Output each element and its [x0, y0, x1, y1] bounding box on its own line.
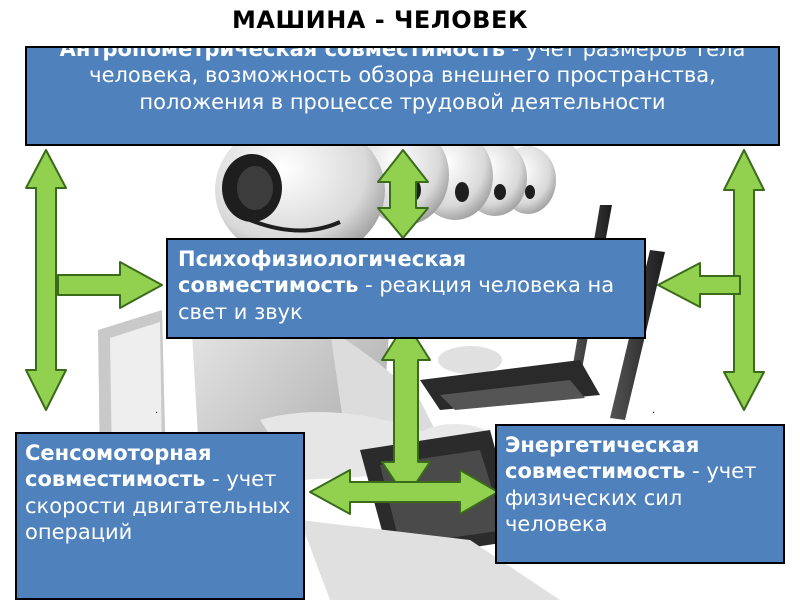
right-horizontal-arrow: [657, 262, 741, 308]
marker-dot: .: [155, 405, 159, 416]
marker-dot: .: [652, 405, 656, 416]
left-vertical-arrow: [25, 149, 67, 411]
sensorimotor-box: Сенсомоторная совместимость - учет скоро…: [15, 432, 305, 600]
arrows: [25, 149, 765, 515]
left-horizontal-arrow: [57, 261, 163, 309]
figure-heads: [215, 118, 556, 262]
right-vertical-arrow: [723, 149, 765, 411]
anthropometric-box: Антропометрическая совместимость - учет …: [25, 46, 780, 146]
energetic-box: Энергетическая совместимость - учет физи…: [495, 424, 785, 564]
anthropometric-text: - учет размеров тела человека, возможнос…: [89, 46, 746, 114]
sensorimotor-text: - учет скорости двигательных операций: [25, 467, 291, 544]
sensorimotor-term: Сенсомоторная совместимость: [25, 441, 212, 492]
anthropometric-term: Антропометрическая совместимость: [59, 46, 505, 61]
energetic-text: - учет физических сил человека: [505, 459, 757, 536]
monitor: [98, 310, 166, 470]
energetic-term: Энергетическая совместимость: [505, 433, 700, 484]
psychophysiological-text: - реакция человека на свет и звук: [178, 273, 615, 324]
page-title: МАШИНА - ЧЕЛОВЕК: [232, 6, 528, 34]
psychophysiological-term: Психофизиологическая совместимость: [178, 247, 467, 298]
psychophysiological-box: Психофизиологическая совместимость - реа…: [166, 238, 646, 339]
